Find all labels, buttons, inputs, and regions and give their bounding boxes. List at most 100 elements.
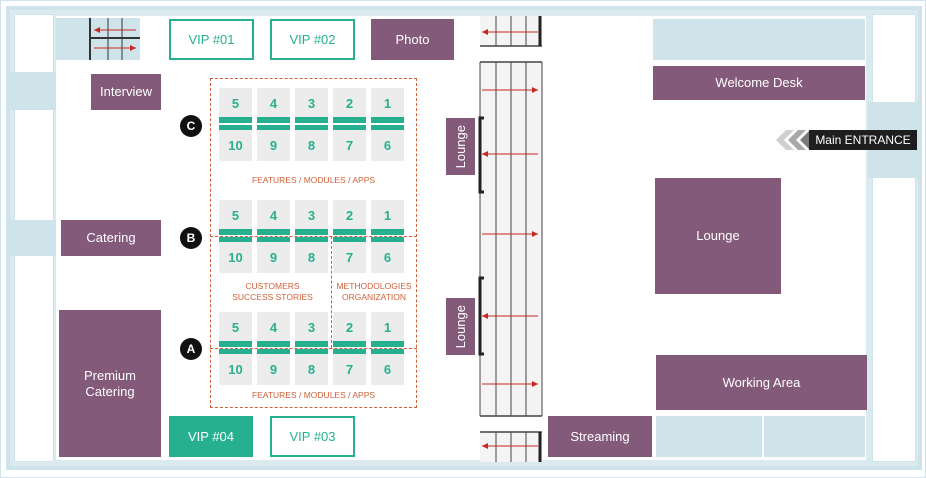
booth-bar [333,237,366,243]
booth-c-5[interactable]: 5 [219,88,252,119]
booth-bar [257,229,290,235]
central-stairs [478,16,543,462]
vip-01-label: VIP #01 [188,32,235,47]
booth-bar [333,229,366,235]
booth-bar [219,125,252,131]
premium-catering-room[interactable]: Premium Catering [59,310,161,457]
booth-a-10[interactable]: 10 [219,354,252,385]
lounge-large[interactable]: Lounge [655,178,781,294]
zone-b-booths: 5 4 3 2 1 10 9 8 7 6 [219,200,409,273]
booth-bar [333,341,366,347]
zone-a-label: FEATURES / MODULES / APPS [251,390,376,400]
booth-b-4[interactable]: 4 [257,200,290,231]
streaming-room[interactable]: Streaming [548,416,652,457]
booth-c-3[interactable]: 3 [295,88,328,119]
booth-a-8[interactable]: 8 [295,354,328,385]
booth-bar [295,125,328,131]
vip-03-room[interactable]: VIP #03 [270,416,355,457]
booth-bar [295,341,328,347]
booth-bar [219,117,252,123]
booth-a-6[interactable]: 6 [371,354,404,385]
booth-a-7[interactable]: 7 [333,354,366,385]
lounge-small-bottom[interactable]: Lounge [446,298,475,355]
booth-bar [257,125,290,131]
vip-04-room[interactable]: VIP #04 [169,416,253,457]
booth-b-9[interactable]: 9 [257,242,290,273]
zone-a-booths: 5 4 3 2 1 10 9 8 7 6 [219,312,409,385]
booth-c-6[interactable]: 6 [371,130,404,161]
stair-corner-arrows [89,18,140,60]
zone-divider-vertical [331,236,332,348]
zone-a-marker: A [180,338,202,360]
entrance-chevron-icon [776,130,814,150]
interview-room[interactable]: Interview [91,74,161,110]
booth-c-8[interactable]: 8 [295,130,328,161]
booth-a-5[interactable]: 5 [219,312,252,343]
booth-a-9[interactable]: 9 [257,354,290,385]
main-entrance-badge[interactable]: Main ENTRANCE [809,130,917,150]
zone-c-label: FEATURES / MODULES / APPS [251,175,376,185]
booth-bar [257,341,290,347]
booth-bar [371,237,404,243]
booth-b-7[interactable]: 7 [333,242,366,273]
streaming-label: Streaming [570,428,630,444]
photo-label: Photo [395,31,430,47]
booth-b-8[interactable]: 8 [295,242,328,273]
outer-wall-bottom [6,466,922,470]
catering-label: Catering [86,230,136,245]
booth-bar [295,229,328,235]
booth-bar [219,237,252,243]
booth-bar [333,117,366,123]
booth-a-2[interactable]: 2 [333,312,366,343]
booth-bar [295,237,328,243]
photo-room[interactable]: Photo [371,19,454,60]
booth-bar [371,341,404,347]
vip-04-label: VIP #04 [187,429,235,444]
zone-c-marker: C [180,115,202,137]
booth-a-4[interactable]: 4 [257,312,290,343]
booth-bar [257,237,290,243]
booth-c-2[interactable]: 2 [333,88,366,119]
booth-b-2[interactable]: 2 [333,200,366,231]
zone-divider-c-b [210,236,417,237]
booth-b-3[interactable]: 3 [295,200,328,231]
outer-wall-top [6,6,922,10]
zone-c-booths: 5 4 3 2 1 10 9 8 7 6 [219,88,409,161]
booth-bar [257,349,290,355]
working-area[interactable]: Working Area [656,355,867,410]
right-bottom-panel-a [656,416,762,457]
booth-bar [333,349,366,355]
booth-bar [295,349,328,355]
main-entrance-label: Main ENTRANCE [815,133,911,147]
vip-01-room[interactable]: VIP #01 [169,19,254,60]
booth-a-3[interactable]: 3 [295,312,328,343]
booth-a-1[interactable]: 1 [371,312,404,343]
left-column-notch-top [6,72,56,110]
booth-b-1[interactable]: 1 [371,200,404,231]
booth-bar [371,229,404,235]
catering-room[interactable]: Catering [61,220,161,256]
booth-bar [219,349,252,355]
lounge-small-bottom-label: Lounge [452,304,468,349]
booth-b-6[interactable]: 6 [371,242,404,273]
vip-02-label: VIP #02 [289,32,336,47]
vip-02-room[interactable]: VIP #02 [270,19,355,60]
booth-bar [257,117,290,123]
right-bottom-panel-b [764,416,865,457]
booth-bar [333,125,366,131]
booth-b-5[interactable]: 5 [219,200,252,231]
booth-bar [219,341,252,347]
premium-catering-label: Premium Catering [83,367,136,399]
working-area-label: Working Area [722,374,801,390]
booth-c-10[interactable]: 10 [219,130,252,161]
booth-b-10[interactable]: 10 [219,242,252,273]
booth-c-7[interactable]: 7 [333,130,366,161]
zone-b-marker: B [180,227,202,249]
lounge-small-top[interactable]: Lounge [446,118,475,175]
booth-c-1[interactable]: 1 [371,88,404,119]
booth-bar [219,229,252,235]
booth-c-9[interactable]: 9 [257,130,290,161]
welcome-desk[interactable]: Welcome Desk [653,66,865,100]
interview-label: Interview [99,84,153,99]
booth-c-4[interactable]: 4 [257,88,290,119]
